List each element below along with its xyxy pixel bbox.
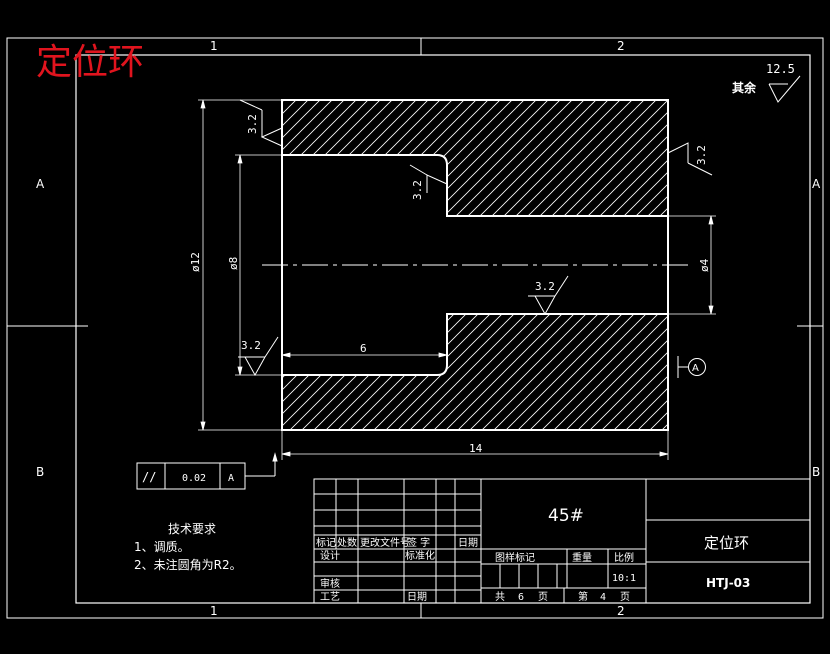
roughness-symbol-3 [409,164,448,193]
tb-weight: 重量 [572,551,592,564]
tb-page-unit: 页 [620,591,630,603]
dim-length-label: 14 [469,442,483,455]
dim-inner-dia [235,154,282,376]
zone-col1-bottom: 1 [210,604,218,618]
red-title: 定位环 [36,42,144,83]
tech-heading: 技术要求 [168,522,216,536]
roughness-label-5: 3.2 [241,339,261,352]
tb-sign: 签 字 [407,536,430,549]
tolerance-datum: A [228,473,234,484]
tb-change-doc: 更改文件号 [360,536,410,549]
tolerance-symbol: // [142,470,156,484]
dim-depth-label: 6 [360,342,367,355]
dim-bore-dia [668,215,716,315]
tb-scale-label: 比例 [614,551,634,564]
roughness-label-3: 3.2 [411,180,424,200]
tb-page-n: 4 [600,592,606,603]
tb-page: 第 [578,590,588,603]
roughness-symbol-5 [238,336,279,377]
zone-col2-top: 2 [617,39,625,53]
roughness-other-icon [768,75,801,103]
tech-item-2: 2、未注圆角为R2。 [134,557,242,572]
zone-rowB-left: B [36,465,44,479]
tb-total-unit: 页 [538,591,548,603]
zone-rowA-left: A [36,177,45,191]
zone-rowB-right: B [812,465,820,479]
dim-inner-dia-label: ø8 [227,257,240,270]
zone-rowA-right: A [812,177,821,191]
tb-total: 共 [495,591,505,603]
tb-mark: 标记 [316,537,336,549]
dim-outer-dia-label: ø12 [189,252,202,272]
roughness-label-2: 3.2 [695,145,708,165]
roughness-label-1: 3.2 [246,114,259,134]
roughness-other-value: 12.5 [766,62,795,76]
roughness-other-label: 其余 [732,80,757,95]
tb-date-head: 日期 [458,537,478,549]
tb-part-name: 定位环 [704,534,749,552]
tb-total-n: 6 [518,592,524,603]
tb-design: 设计 [320,549,340,562]
tb-drawing-no: HTJ-03 [706,576,750,590]
zone-col1-top: 1 [210,39,218,53]
tb-scale-value: 10:1 [612,573,636,584]
datum-label: A [692,363,699,374]
roughness-label-4: 3.2 [535,280,555,293]
tb-date: 日期 [407,591,427,603]
tb-standard: 标准化 [405,549,435,562]
tolerance-value: 0.02 [182,473,206,484]
tb-material: 45# [548,506,584,526]
tech-item-1: 1、调质。 [134,540,190,554]
title-block [313,478,811,604]
roughness-symbol-4 [528,275,569,316]
tb-count: 处数 [337,536,357,549]
tb-stage-mark: 图样标记 [495,551,535,564]
part-section [262,99,690,431]
dim-length [281,430,669,460]
tolerance-frame [136,452,278,490]
datum-marker [677,356,706,378]
tb-process: 工艺 [320,591,340,603]
zone-col2-bottom: 2 [617,604,625,618]
tb-check: 审核 [320,577,340,590]
dim-depth [281,352,448,358]
dim-bore-dia-label: ø4 [698,258,711,272]
outer-border [6,37,824,619]
roughness-symbol-2 [667,142,713,176]
roughness-symbol-1 [239,99,283,147]
